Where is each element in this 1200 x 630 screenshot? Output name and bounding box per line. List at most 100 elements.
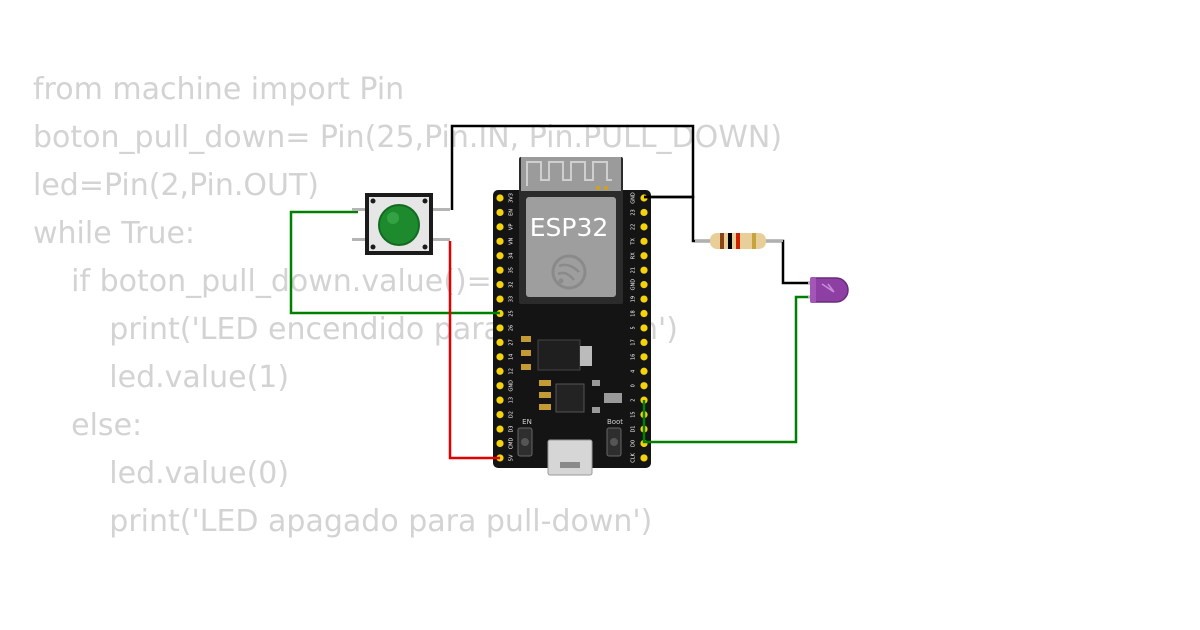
espressif-logo-icon [551, 254, 587, 290]
code-line: from machine import Pin [33, 72, 405, 107]
right-pin-label: RX [631, 252, 637, 259]
left-pin[interactable] [496, 411, 504, 419]
left-pin-label: 33 [509, 296, 515, 302]
left-pin[interactable] [496, 324, 504, 332]
code-line: led.value(1) [33, 360, 290, 395]
right-pin-label: CLK [631, 452, 637, 462]
right-pin[interactable] [640, 266, 648, 274]
left-pin[interactable] [496, 223, 504, 231]
code-line: while True: [33, 216, 196, 251]
right-pin[interactable] [640, 309, 648, 318]
regulator [537, 339, 581, 371]
left-pin[interactable] [496, 252, 504, 260]
left-pin[interactable] [496, 396, 504, 404]
right-pin-label: 5 [631, 326, 637, 329]
right-pin-label: 23 [631, 209, 637, 215]
left-pin[interactable] [496, 281, 504, 289]
wire-red-button-5v [448, 241, 500, 460]
right-pin[interactable] [640, 338, 648, 346]
left-pin[interactable] [496, 353, 504, 361]
left-pin-label: EN [509, 209, 515, 216]
left-pin[interactable] [496, 237, 504, 245]
right-pin-label: 0 [631, 384, 637, 387]
code-line: else: [33, 408, 143, 443]
right-pin-label: 19 [631, 296, 637, 302]
usb-port[interactable] [547, 439, 593, 476]
code-line: if boton_pull_down.value()==1: [33, 264, 547, 299]
left-pin-label: 32 [509, 281, 515, 287]
left-pin-label: GND [509, 380, 515, 392]
code-line: led=Pin(2,Pin.OUT) [33, 168, 319, 203]
right-pin-label: 16 [631, 354, 637, 360]
board-label: ESP32 [530, 213, 609, 242]
right-pin[interactable] [640, 382, 648, 390]
button-cap[interactable] [378, 204, 420, 246]
left-pin-label: 3V3 [509, 193, 515, 203]
right-pin-label: GND [631, 192, 637, 204]
right-pin[interactable] [640, 295, 648, 303]
push-button[interactable] [352, 193, 450, 255]
left-pin-label: 5V [509, 454, 515, 461]
left-pin[interactable] [496, 208, 504, 217]
right-pin-label: GND [631, 279, 637, 291]
code-line: led.value(0) [33, 456, 290, 491]
wire-black-resistor-led [762, 239, 812, 285]
right-pin-label: 15 [631, 411, 637, 417]
en-label: EN [522, 418, 532, 426]
led [808, 277, 849, 303]
left-pin[interactable] [496, 194, 504, 202]
usb-uart-chip [555, 383, 585, 413]
left-pin-label: D3 [509, 426, 515, 433]
wire-black-gnd-resistor [644, 195, 712, 243]
right-pin[interactable] [640, 223, 648, 231]
left-pin[interactable] [496, 295, 504, 303]
right-pin[interactable] [640, 281, 648, 289]
resistor [695, 233, 783, 249]
left-pin[interactable] [496, 266, 504, 274]
right-pin[interactable] [640, 237, 648, 245]
right-pin-label: D0 [631, 440, 637, 447]
left-pin-label: 34 [509, 253, 515, 259]
right-pin-label: TX [631, 238, 637, 246]
left-pin-label: D2 [509, 411, 515, 418]
left-pin-label: 35 [509, 267, 515, 273]
left-pin-label: 12 [509, 368, 515, 374]
left-pin-label: 26 [509, 325, 515, 331]
left-pin-label: CMD [509, 438, 515, 450]
left-pin-label: 14 [509, 354, 515, 360]
wire-green-led-gpio2 [642, 295, 814, 444]
left-pin[interactable] [496, 439, 504, 448]
right-pin-label: 21 [631, 267, 637, 273]
right-pin[interactable] [640, 252, 648, 260]
left-pin-label: 13 [509, 397, 515, 403]
left-pin[interactable] [496, 338, 504, 346]
right-pin-label: 17 [631, 339, 637, 345]
boot-label: Boot [607, 418, 623, 426]
right-pin[interactable] [640, 324, 648, 332]
code-line: print('LED apagado para pull-down') [33, 504, 653, 539]
right-pin-label: 22 [631, 224, 637, 230]
left-pin-label: VP [509, 224, 515, 230]
left-pin-label: 27 [509, 339, 515, 345]
left-pin[interactable] [496, 367, 504, 375]
left-pin[interactable] [496, 425, 504, 433]
right-pin-label: D1 [631, 426, 637, 433]
right-pin[interactable] [640, 367, 648, 375]
right-pin[interactable] [640, 208, 648, 217]
right-pin[interactable] [640, 454, 648, 462]
left-pin-label: VN [509, 237, 515, 244]
right-pin[interactable] [640, 353, 648, 361]
code-block: from machine import Pin boton_pull_down=… [33, 66, 782, 546]
left-pin[interactable] [496, 382, 504, 390]
wire-green-button-gpio25 [289, 210, 500, 315]
right-pin-label: 18 [631, 310, 637, 316]
right-pin-label: 2 [631, 399, 637, 402]
left-pin-label: 25 [509, 310, 515, 316]
right-pin-label: 4 [631, 370, 637, 373]
module-shield [526, 197, 616, 297]
antenna-trace [526, 161, 612, 186]
